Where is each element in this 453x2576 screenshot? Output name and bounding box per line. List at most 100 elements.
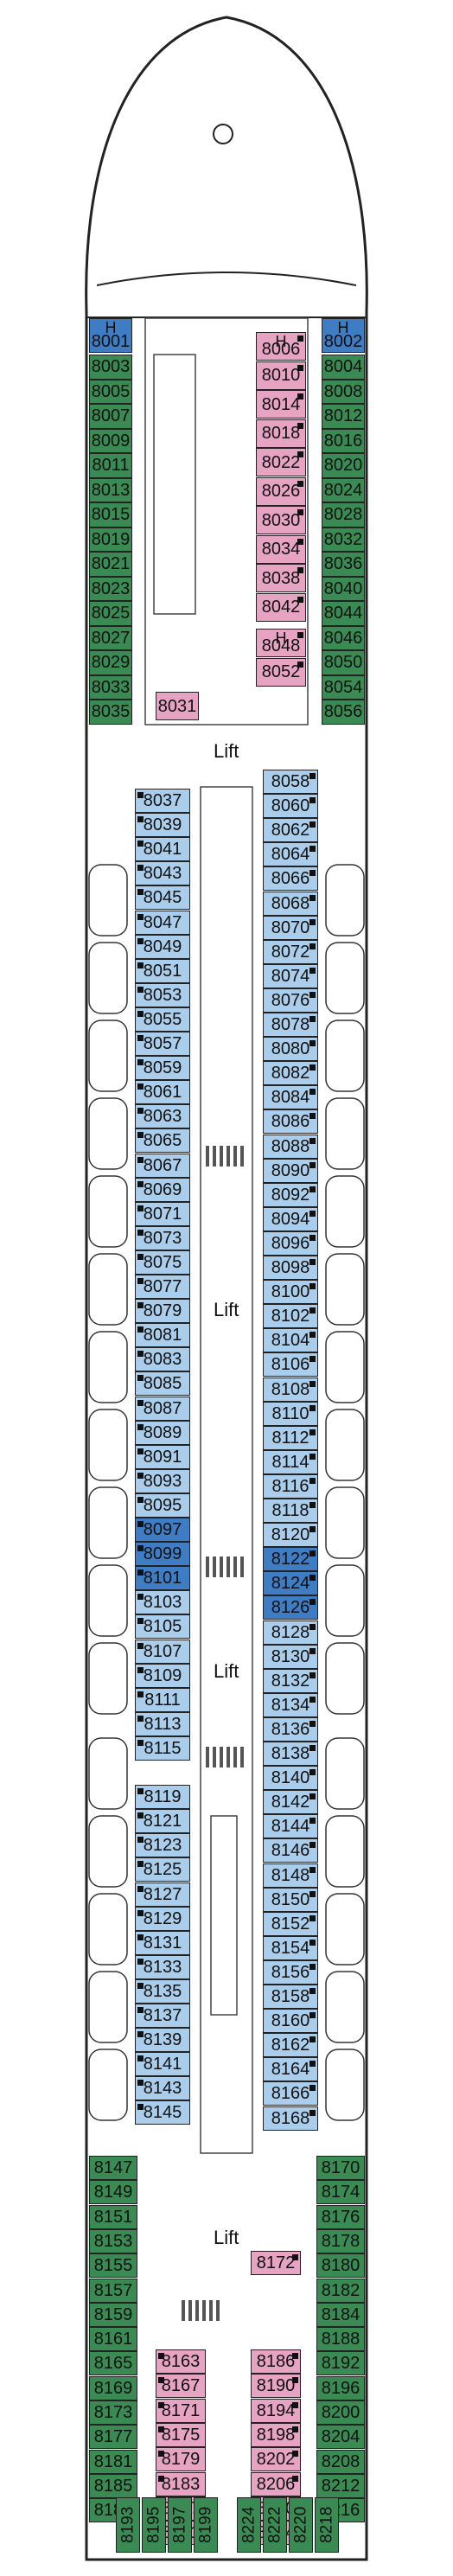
cabin-8013[interactable]: 8013: [89, 477, 132, 502]
cabin-8116[interactable]: 8116: [263, 1473, 318, 1499]
cabin-8152[interactable]: 8152: [263, 1911, 318, 1936]
cabin-8042[interactable]: 8042: [256, 592, 306, 622]
cabin-8052[interactable]: 8052: [256, 657, 306, 687]
cabin-8087[interactable]: 8087: [135, 1396, 190, 1421]
cabin-8108[interactable]: 8108: [263, 1377, 318, 1402]
cabin-8084[interactable]: 8084: [263, 1085, 318, 1110]
cabin-8174[interactable]: 8174: [316, 2180, 365, 2205]
cabin-8185[interactable]: 8185: [89, 2473, 137, 2498]
cabin-8033[interactable]: 8033: [89, 674, 132, 700]
cabin-8069[interactable]: 8069: [135, 1177, 190, 1202]
cabin-8040[interactable]: 8040: [322, 576, 365, 601]
cabin-8222[interactable]: 8222: [263, 2497, 287, 2553]
cabin-8036[interactable]: 8036: [322, 552, 365, 577]
cabin-8054[interactable]: 8054: [322, 674, 365, 700]
cabin-8019[interactable]: 8019: [89, 527, 132, 552]
cabin-8090[interactable]: 8090: [263, 1158, 318, 1183]
cabin-8208[interactable]: 8208: [316, 2449, 365, 2474]
cabin-8020[interactable]: 8020: [322, 453, 365, 478]
cabin-8220[interactable]: 8220: [289, 2497, 313, 2553]
cabin-8110[interactable]: 8110: [263, 1401, 318, 1426]
cabin-8112[interactable]: 8112: [263, 1425, 318, 1450]
cabin-8139[interactable]: 8139: [135, 2028, 190, 2053]
cabin-8041[interactable]: 8041: [135, 837, 190, 862]
cabin-8083[interactable]: 8083: [135, 1347, 190, 1372]
cabin-8078[interactable]: 8078: [263, 1013, 318, 1037]
cabin-8126[interactable]: 8126: [263, 1595, 318, 1620]
cabin-8158[interactable]: 8158: [263, 1985, 318, 2009]
cabin-8107[interactable]: 8107: [135, 1639, 190, 1664]
cabin-8133[interactable]: 8133: [135, 1954, 190, 1979]
cabin-8179[interactable]: 8179: [156, 2447, 206, 2472]
cabin-8115[interactable]: 8115: [135, 1735, 190, 1761]
cabin-8053[interactable]: 8053: [135, 982, 190, 1007]
cabin-8146[interactable]: 8146: [263, 1838, 318, 1863]
cabin-8008[interactable]: 8008: [322, 379, 365, 404]
cabin-8138[interactable]: 8138: [263, 1742, 318, 1766]
cabin-8162[interactable]: 8162: [263, 2033, 318, 2058]
cabin-8030[interactable]: 8030: [256, 506, 306, 534]
cabin-8065[interactable]: 8065: [135, 1128, 190, 1154]
cabin-8148[interactable]: 8148: [263, 1863, 318, 1888]
cabin-8027[interactable]: 8027: [89, 625, 132, 650]
cabin-8141[interactable]: 8141: [135, 2052, 190, 2077]
cabin-8135[interactable]: 8135: [135, 1978, 190, 2004]
cabin-8077[interactable]: 8077: [135, 1275, 190, 1299]
cabin-8149[interactable]: 8149: [89, 2180, 137, 2205]
cabin-8060[interactable]: 8060: [263, 794, 318, 819]
cabin-8183[interactable]: 8183: [156, 2471, 206, 2496]
cabin-8043[interactable]: 8043: [135, 861, 190, 886]
cabin-8147[interactable]: 8147: [89, 2156, 137, 2180]
cabin-8085[interactable]: 8085: [135, 1371, 190, 1397]
cabin-8171[interactable]: 8171: [156, 2398, 206, 2423]
cabin-8004[interactable]: 8004: [322, 355, 365, 380]
cabin-8104[interactable]: 8104: [263, 1328, 318, 1353]
cabin-8114[interactable]: 8114: [263, 1449, 318, 1474]
cabin-8134[interactable]: 8134: [263, 1692, 318, 1717]
cabin-8070[interactable]: 8070: [263, 915, 318, 940]
cabin-8172[interactable]: 8172: [251, 2251, 301, 2275]
cabin-8163[interactable]: 8163: [156, 2349, 206, 2374]
cabin-8063[interactable]: 8063: [135, 1104, 190, 1129]
cabin-8037[interactable]: 8037: [135, 789, 190, 813]
cabin-8160[interactable]: 8160: [263, 2009, 318, 2034]
cabin-8150[interactable]: 8150: [263, 1887, 318, 1912]
cabin-8120[interactable]: 8120: [263, 1523, 318, 1548]
cabin-8131[interactable]: 8131: [135, 1930, 190, 1955]
cabin-8124[interactable]: 8124: [263, 1571, 318, 1596]
cabin-8093[interactable]: 8093: [135, 1468, 190, 1493]
cabin-8200[interactable]: 8200: [316, 2400, 365, 2425]
cabin-8003[interactable]: 8003: [89, 355, 132, 380]
cabin-8178[interactable]: 8178: [316, 2228, 365, 2253]
cabin-8111[interactable]: 8111: [135, 1687, 190, 1712]
cabin-8057[interactable]: 8057: [135, 1032, 190, 1056]
cabin-8064[interactable]: 8064: [263, 842, 318, 867]
cabin-8106[interactable]: 8106: [263, 1352, 318, 1377]
cabin-8193[interactable]: 8193: [116, 2497, 140, 2553]
cabin-8029[interactable]: 8029: [89, 650, 132, 675]
cabin-8024[interactable]: 8024: [322, 477, 365, 502]
cabin-8098[interactable]: 8098: [263, 1256, 318, 1280]
cabin-8154[interactable]: 8154: [263, 1935, 318, 1960]
cabin-8051[interactable]: 8051: [135, 958, 190, 983]
cabin-8164[interactable]: 8164: [263, 2057, 318, 2082]
cabin-8121[interactable]: 8121: [135, 1809, 190, 1834]
cabin-8025[interactable]: 8025: [89, 601, 132, 626]
cabin-8049[interactable]: 8049: [135, 934, 190, 959]
cabin-8109[interactable]: 8109: [135, 1663, 190, 1688]
cabin-8075[interactable]: 8075: [135, 1250, 190, 1275]
cabin-8224[interactable]: 8224: [237, 2497, 261, 2553]
cabin-8088[interactable]: 8088: [263, 1134, 318, 1159]
cabin-8199[interactable]: 8199: [194, 2497, 218, 2553]
cabin-8022[interactable]: 8022: [256, 448, 306, 476]
cabin-8061[interactable]: 8061: [135, 1080, 190, 1105]
cabin-8100[interactable]: 8100: [263, 1280, 318, 1305]
cabin-8047[interactable]: 8047: [135, 910, 190, 935]
cabin-8068[interactable]: 8068: [263, 891, 318, 916]
cabin-8166[interactable]: 8166: [263, 2081, 318, 2106]
cabin-8066[interactable]: 8066: [263, 866, 318, 892]
cabin-8045[interactable]: 8045: [135, 885, 190, 911]
cabin-8089[interactable]: 8089: [135, 1420, 190, 1445]
cabin-8122[interactable]: 8122: [263, 1547, 318, 1572]
